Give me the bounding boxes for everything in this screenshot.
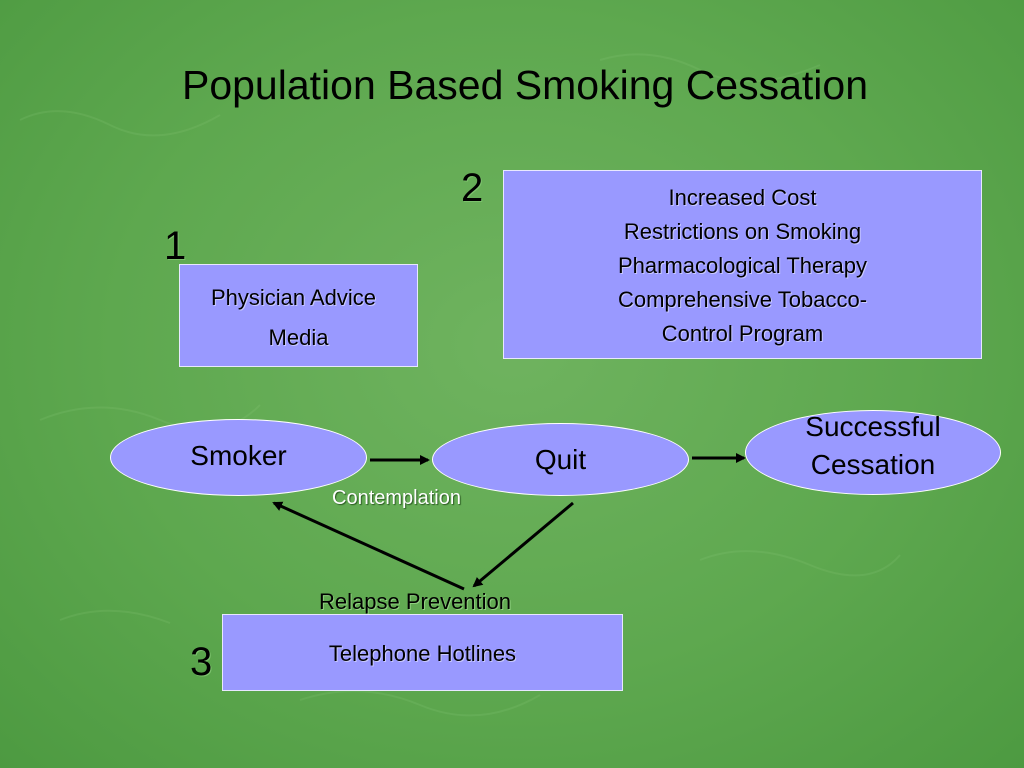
policy-interventions-box: Increased Cost Restrictions on Smoking P…	[503, 170, 982, 359]
telephone-hotlines-box: Telephone Hotlines	[222, 614, 623, 691]
contemplation-label: Contemplation	[332, 487, 461, 509]
stage-label: Smoker	[190, 439, 287, 471]
relapse-prevention-label: Relapse Prevention	[319, 589, 512, 614]
arrow-relapse-to-smoker	[272, 501, 465, 591]
stage-label: Successful	[805, 410, 941, 442]
box-line: Control Program	[661, 321, 824, 346]
arrow-quit-to-relapse	[472, 501, 574, 588]
physician-media-box: Physician Advice Media	[179, 264, 418, 367]
box-line: Physician Advice	[210, 285, 377, 310]
box-line: Pharmacological Therapy	[617, 253, 868, 278]
stage-quit: Quit	[432, 423, 689, 496]
box-line: Comprehensive Tobacco-	[617, 287, 868, 312]
stage-label: Quit	[534, 443, 587, 475]
box-line: Restrictions on Smoking	[623, 219, 862, 244]
box-line: Media	[268, 325, 329, 350]
box-line: Increased Cost	[668, 185, 817, 210]
stage-successful-cessation: Successful Cessation	[745, 410, 1001, 495]
group-number-1: 1	[164, 224, 187, 268]
group-number-2: 2	[461, 166, 484, 210]
stage-smoker: Smoker	[110, 419, 367, 496]
group-number-3: 3	[190, 640, 213, 684]
stage-label: Cessation	[810, 448, 936, 480]
box-line: Telephone Hotlines	[328, 641, 517, 666]
slide-title: Population Based Smoking Cessation	[181, 62, 869, 108]
